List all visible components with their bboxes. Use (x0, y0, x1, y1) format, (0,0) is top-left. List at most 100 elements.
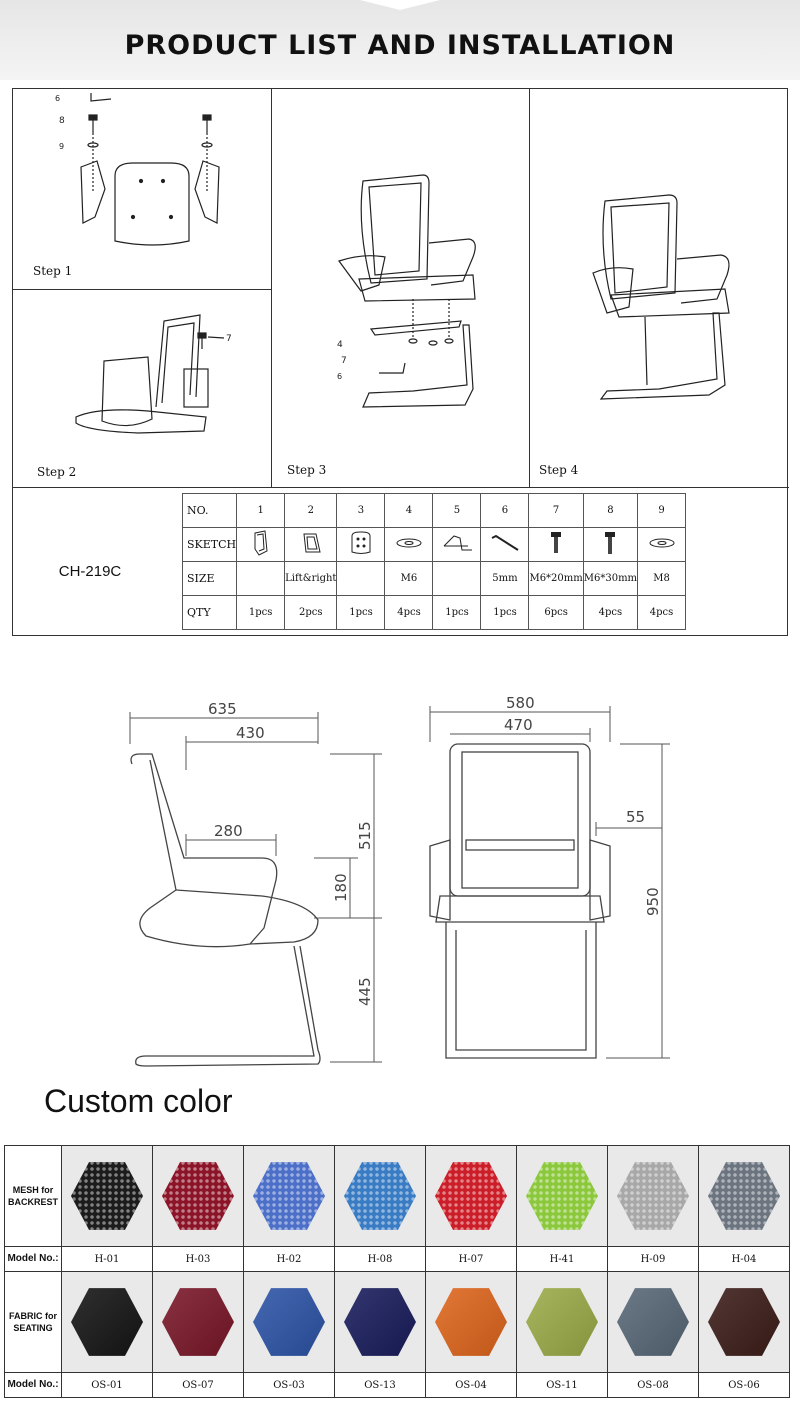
part-qty: 1pcs (336, 595, 386, 630)
dim-55: 55 (626, 808, 645, 826)
screw-m6x20-icon (551, 532, 562, 553)
fabric-swatch (435, 1288, 507, 1356)
table-row: Model No.: H-01 H-03 H-02 H-08 H-07 H-41… (4, 1246, 790, 1272)
part-qty: 4pcs (582, 595, 639, 630)
fabric-label: FABRIC for (9, 1311, 57, 1321)
dimension-lines (129, 706, 670, 1063)
mesh-swatch (435, 1162, 507, 1230)
fabric-code: OS-08 (607, 1372, 699, 1398)
part-number: 8 (582, 493, 639, 528)
table-row: NO. 1 2 3 4 5 6 7 8 9 (181, 493, 687, 528)
mesh-label: MESH for (12, 1185, 54, 1195)
step-3-drawing: 4 7 6 (337, 174, 476, 408)
table-row: Model No.: OS-01 OS-07 OS-03 OS-13 OS-04… (4, 1372, 790, 1398)
callout-6: 6 (55, 94, 60, 103)
row-label-no: NO. (181, 493, 238, 528)
part-number: 7 (528, 493, 584, 528)
fabric-swatch (526, 1288, 598, 1356)
mesh-swatch (344, 1162, 416, 1230)
mesh-swatch (162, 1162, 234, 1230)
step-2-label: Step 2 (37, 465, 77, 479)
part-qty: 2pcs (284, 595, 338, 630)
fabric-code: OS-01 (61, 1372, 153, 1398)
mesh-code: H-01 (61, 1246, 153, 1272)
table-row: SIZE Lift&right M6 5mm M6*20mm M6*30mm M… (181, 561, 687, 596)
step-1-label: Step 1 (33, 264, 73, 278)
part-size: 5mm (480, 561, 530, 596)
fabric-code: OS-04 (425, 1372, 517, 1398)
part-size: M6 (384, 561, 434, 596)
step-4-drawing (592, 194, 730, 400)
washer-m6-icon (396, 538, 422, 548)
fabric-swatch (162, 1288, 234, 1356)
fabric-code: OS-11 (516, 1372, 608, 1398)
callout-8: 8 (59, 116, 65, 126)
step-1-drawing: 6 8 9 (55, 93, 220, 246)
fabric-code: OS-13 (334, 1372, 426, 1398)
dimension-labels: 635 430 280 515 180 445 580 470 55 950 (208, 694, 662, 1006)
part-qty: 4pcs (384, 595, 434, 630)
mesh-swatch (526, 1162, 598, 1230)
fabric-code: OS-07 (152, 1372, 244, 1398)
part-qty: 1pcs (236, 595, 286, 630)
part-size: M6*30mm (582, 561, 639, 596)
header-banner (0, 0, 800, 80)
armrest-sketch-icon (254, 530, 268, 556)
callout-7b: 7 (341, 356, 347, 366)
base-frame-sketch-icon (443, 535, 472, 551)
mesh-code: H-09 (607, 1246, 699, 1272)
dim-950: 950 (644, 887, 662, 916)
parts-table: NO. 1 2 3 4 5 6 7 8 9 SKETCH SIZE Lift&r… (181, 493, 687, 630)
mesh-code: H-08 (334, 1246, 426, 1272)
part-size (336, 561, 386, 596)
part-qty: 1pcs (480, 595, 530, 630)
part-number: 4 (384, 493, 434, 528)
mesh-code: H-41 (516, 1246, 608, 1272)
dim-470: 470 (504, 716, 533, 734)
mesh-code: H-02 (243, 1246, 335, 1272)
mesh-swatch (253, 1162, 325, 1230)
callout-7: 7 (226, 334, 232, 344)
model-code: CH-219C (58, 563, 122, 580)
side-view-chair (130, 753, 321, 1067)
row-label-sketch: SKETCH (181, 527, 238, 562)
dim-580: 580 (506, 694, 535, 712)
dim-515: 515 (356, 821, 374, 850)
fabric-label-2: SEATING (13, 1323, 53, 1333)
dim-635: 635 (208, 700, 237, 718)
step-2-drawing: 7 (75, 314, 232, 434)
part-number: 1 (236, 493, 286, 528)
model-no-label: Model No.: (4, 1372, 62, 1398)
dimension-drawing: 635 430 280 515 180 445 580 470 55 950 (129, 694, 670, 1067)
part-number: 6 (480, 493, 530, 528)
part-size (432, 561, 482, 596)
fabric-swatch (708, 1288, 780, 1356)
part-number: 2 (284, 493, 338, 528)
fabric-code: OS-03 (243, 1372, 335, 1398)
mesh-code: H-03 (152, 1246, 244, 1272)
step-4-label: Step 4 (539, 463, 579, 477)
seat-board-sketch-icon (351, 531, 371, 554)
part-size (236, 561, 286, 596)
dim-180: 180 (332, 873, 350, 902)
part-size: Lift&right (284, 561, 338, 596)
dim-430: 430 (236, 724, 265, 742)
callout-4: 4 (337, 340, 343, 350)
table-row: QTY 1pcs 2pcs 1pcs 4pcs 1pcs 1pcs 6pcs 4… (181, 595, 687, 630)
custom-color-title: Custom color (44, 1083, 233, 1119)
dim-445: 445 (356, 977, 374, 1006)
dim-280: 280 (214, 822, 243, 840)
mesh-swatch (708, 1162, 780, 1230)
fabric-swatch (344, 1288, 416, 1356)
mesh-swatch (617, 1162, 689, 1230)
page-title: PRODUCT LIST AND INSTALLATION (124, 30, 676, 61)
row-label-size: SIZE (181, 561, 238, 596)
mesh-code: H-07 (425, 1246, 517, 1272)
mesh-swatch (71, 1162, 143, 1230)
part-size: M8 (637, 561, 687, 596)
fabric-swatch (253, 1288, 325, 1356)
mesh-label-2: BACKREST (7, 1197, 58, 1207)
fabric-swatch (617, 1288, 689, 1356)
front-view-chair (429, 743, 611, 1059)
